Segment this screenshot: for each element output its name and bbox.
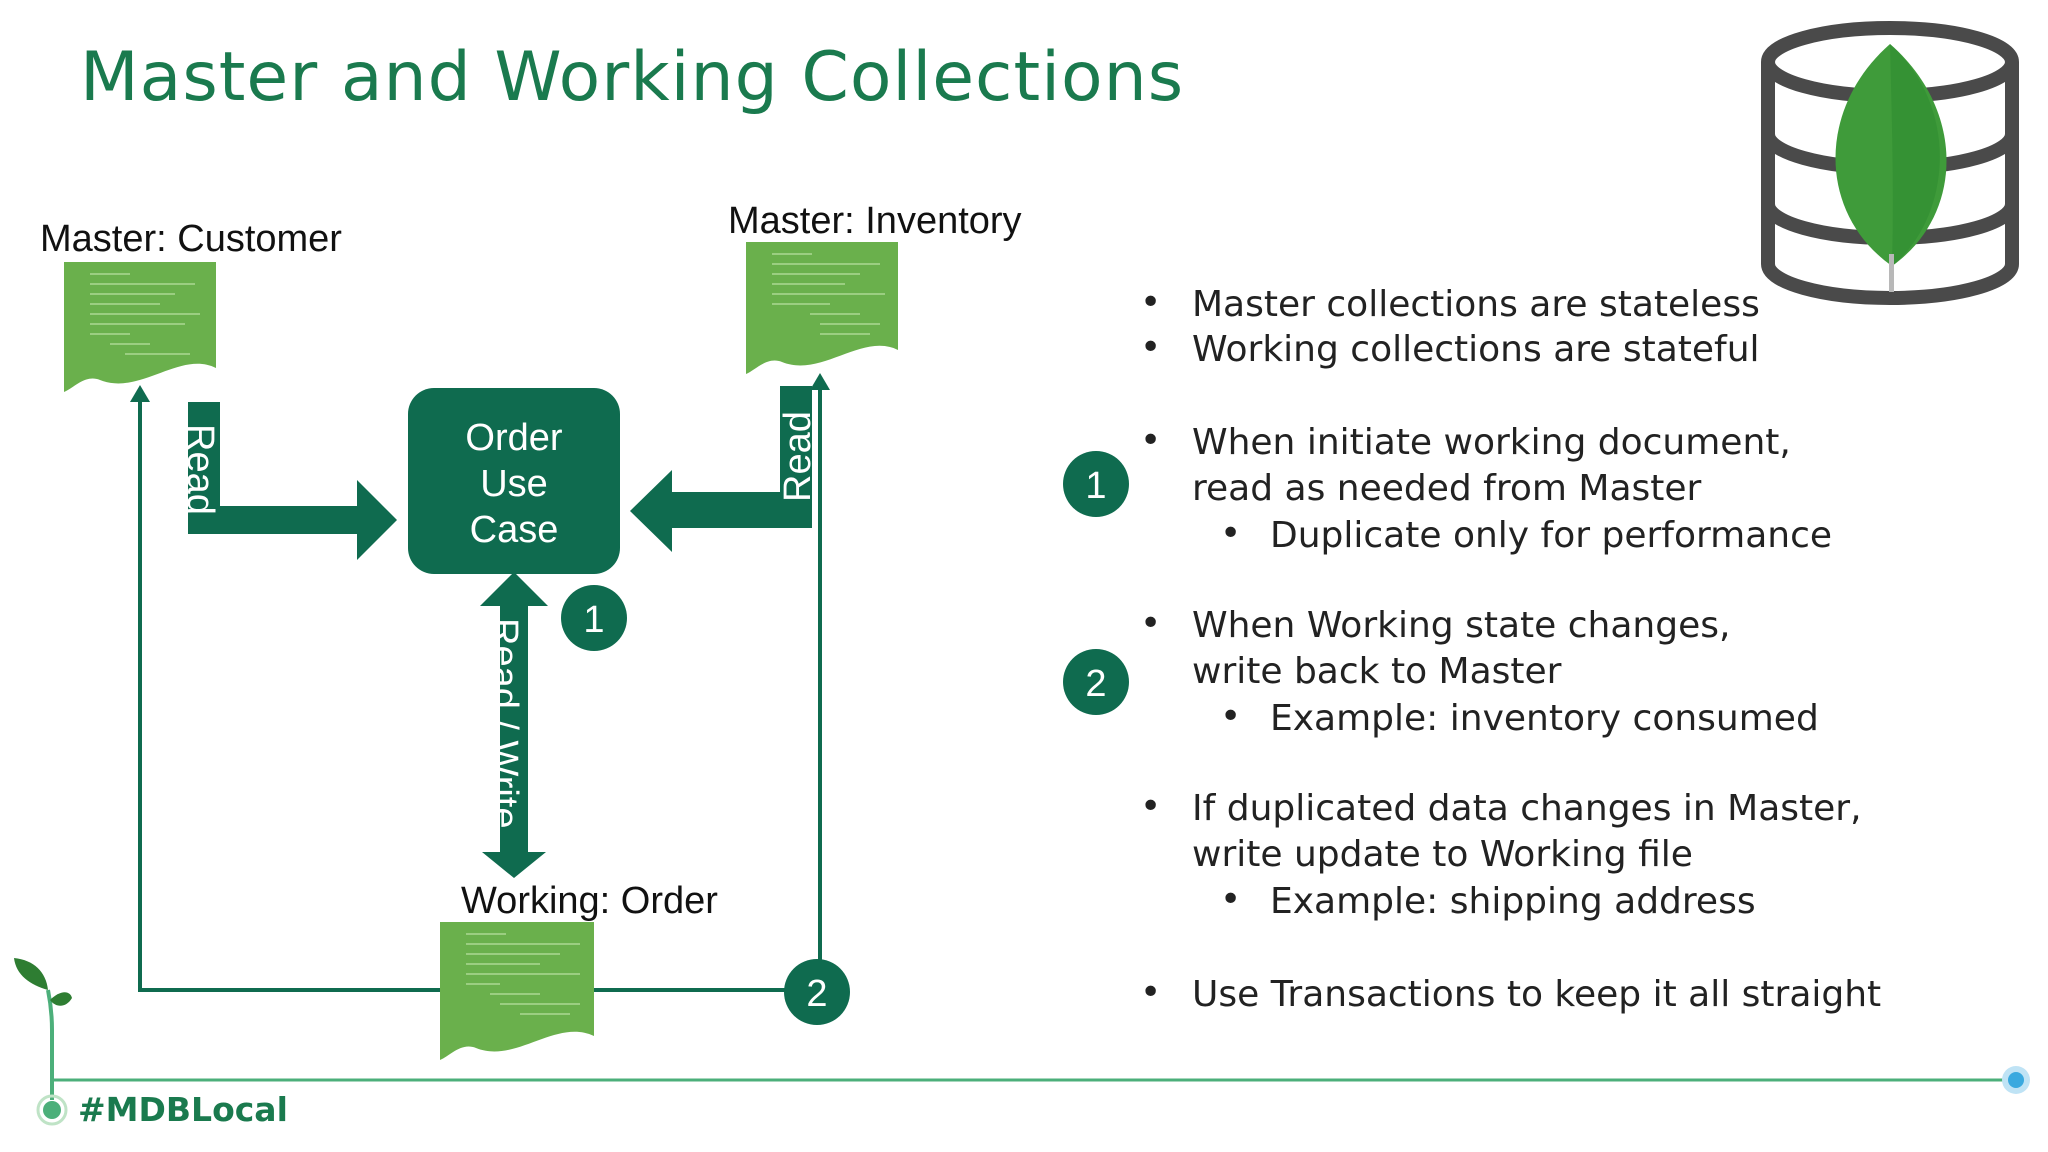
slide-title: Master and Working Collections: [80, 38, 1185, 117]
diagram-marker-2-label: 2: [806, 973, 827, 1015]
read-label-left: Read: [179, 424, 221, 515]
database-icon: [1761, 21, 2019, 305]
bullet-text: Duplicate only for performance: [1270, 515, 1833, 556]
mongodb-leaf-icon: [1835, 44, 1947, 292]
read-write-arrow: [480, 572, 548, 878]
bullet-text: If duplicated data changes in Master,: [1192, 788, 1862, 829]
bullet-dot: •: [1140, 786, 1162, 827]
master-inventory-document: [746, 242, 898, 374]
diagram-marker-1: [561, 585, 627, 651]
use-case-line-3: Case: [470, 509, 559, 551]
bullet-text: Example: inventory consumed: [1270, 698, 1819, 739]
use-case-line-1: Order: [465, 417, 562, 459]
event-hashtag: #MDBLocal: [78, 1090, 288, 1129]
master-customer-label: Master: Customer: [40, 218, 342, 260]
loop-line-left: [138, 400, 440, 992]
bullet-dot: •: [1140, 282, 1162, 323]
bullet-text: Working collections are stateful: [1192, 329, 1760, 370]
bullet-dot: •: [1140, 420, 1162, 461]
bullet-dot: •: [1140, 327, 1162, 368]
order-use-case-box: [408, 388, 620, 574]
bullet-marker-2-label: 2: [1085, 663, 1106, 705]
bullet-dot: •: [1220, 879, 1242, 920]
loop-arrowhead-right: [810, 373, 830, 390]
bullet-marker-1-label: 1: [1085, 465, 1106, 507]
loop-arrowhead-left: [130, 385, 150, 402]
bullet-text: Example: shipping address: [1270, 881, 1756, 922]
working-order-label: Working: Order: [461, 880, 718, 922]
master-inventory-label: Master: Inventory: [728, 200, 1022, 242]
read-write-label: Read / Write: [483, 618, 525, 828]
bullet-text: read as needed from Master: [1192, 468, 1702, 509]
bullet-dot: •: [1140, 603, 1162, 644]
read-arrow-left: [188, 402, 397, 560]
bullet-marker-2: [1063, 649, 1129, 715]
diagram-marker-2: [784, 959, 850, 1025]
bullet-text: When Working state changes,: [1192, 605, 1731, 646]
working-order-document: [440, 922, 594, 1060]
master-customer-document: [64, 262, 216, 392]
bullet-dot: •: [1220, 696, 1242, 737]
bullet-text: Use Transactions to keep it all straight: [1192, 974, 1882, 1015]
bullet-text: When initiate working document,: [1192, 422, 1791, 463]
read-label-right: Read: [777, 411, 819, 502]
use-case-line-2: Use: [480, 463, 548, 505]
bullet-dot: •: [1140, 972, 1162, 1013]
bullet-text: write update to Working file: [1192, 834, 1693, 875]
sprout-icon: [14, 958, 72, 1126]
read-arrow-right: [630, 386, 812, 552]
bullet-marker-1: [1063, 451, 1129, 517]
bullet-dot: •: [1220, 513, 1242, 554]
diagram-marker-1-label: 1: [583, 599, 604, 641]
bullet-text: Master collections are stateless: [1192, 284, 1760, 325]
bullet-text: write back to Master: [1192, 651, 1562, 692]
